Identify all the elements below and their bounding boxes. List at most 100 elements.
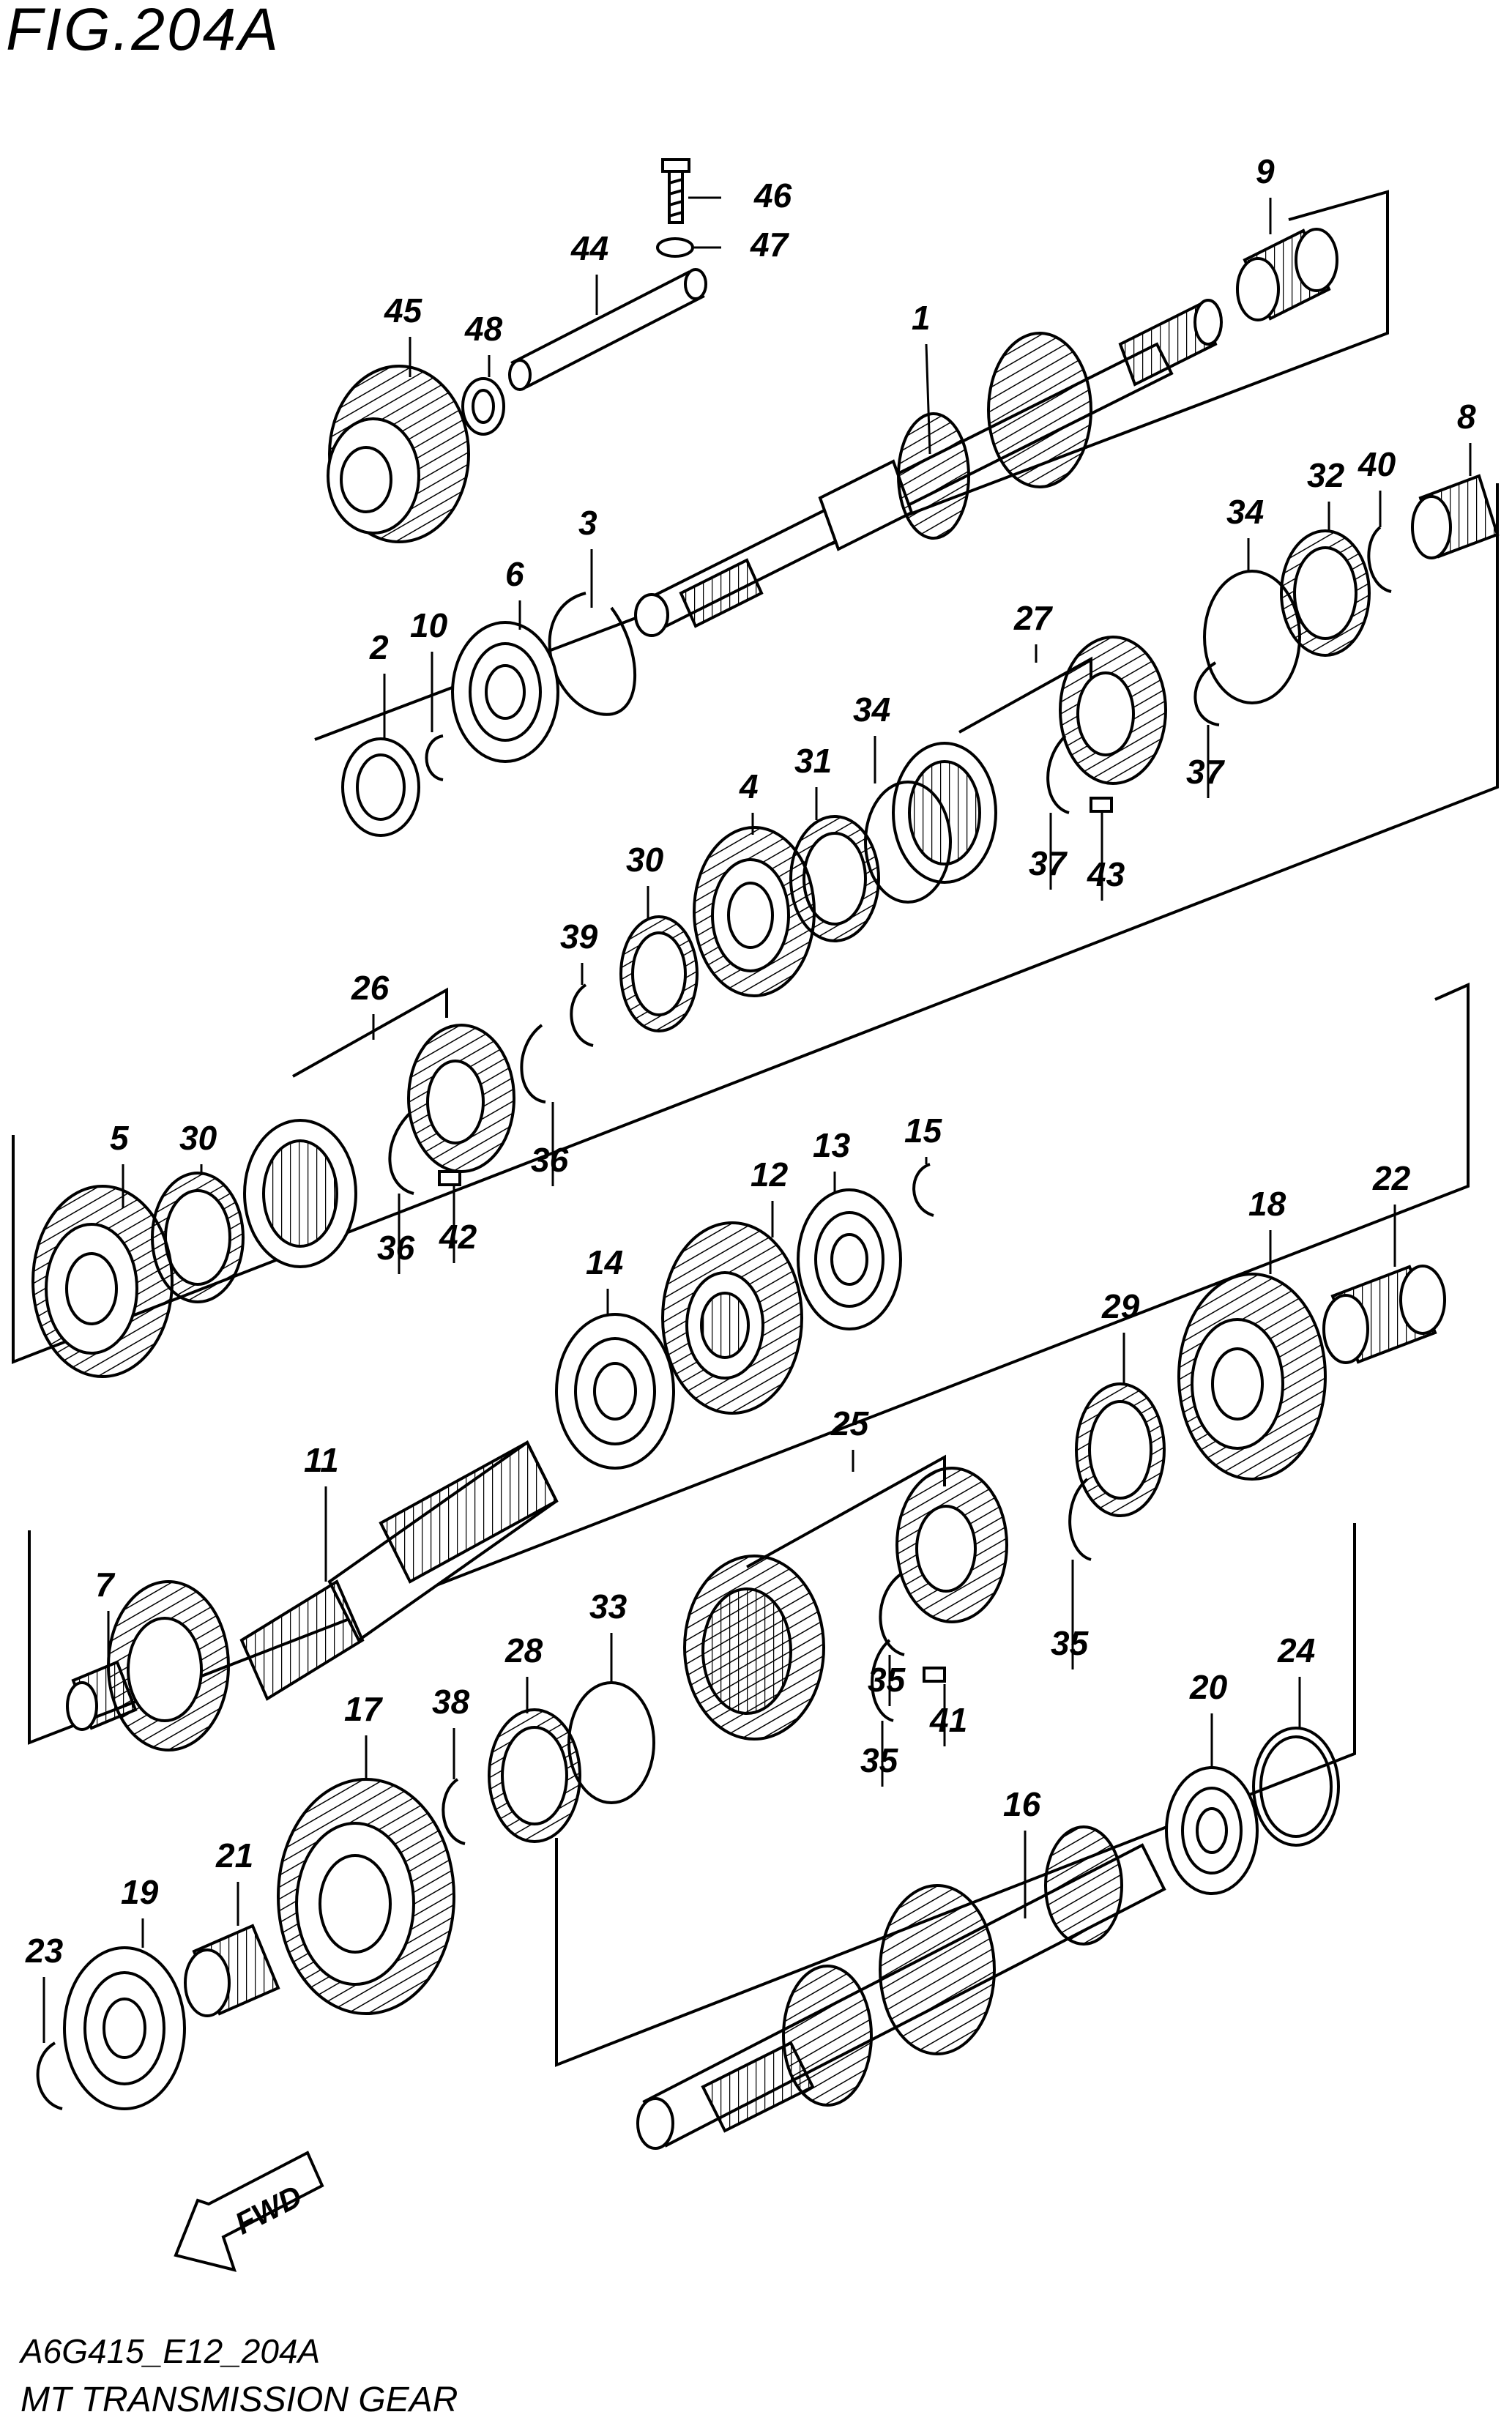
- part-ring-33: [567, 1681, 655, 1804]
- part-callout-16: 16: [1003, 1785, 1041, 1823]
- part-bearing-13: [797, 1188, 902, 1330]
- part-callout-34: 34: [853, 690, 890, 729]
- part-ring-29: [1075, 1382, 1166, 1517]
- bracket-26: [292, 987, 448, 1078]
- part-callout-24: 24: [1277, 1631, 1315, 1669]
- part-bearing-19: [63, 1946, 186, 2110]
- part-ring-15: [912, 1163, 934, 1217]
- part-callout-35: 35: [1051, 1624, 1090, 1662]
- part-ring-38: [442, 1778, 466, 1845]
- part-callout-19: 19: [121, 1873, 159, 1911]
- part-washer-48: [461, 377, 505, 436]
- part-spring-36-upper: [520, 1024, 546, 1103]
- part-hub-26: [407, 1024, 515, 1173]
- part-ring-10: [425, 734, 444, 781]
- part-callout-25: 25: [830, 1404, 870, 1442]
- part-spring-35-c: [871, 1639, 894, 1722]
- part-callout-2: 2: [369, 628, 389, 666]
- part-callout-47: 47: [750, 226, 790, 264]
- part-callout-35: 35: [860, 1741, 899, 1779]
- part-callout-7: 7: [95, 1566, 116, 1604]
- part-callout-21: 21: [215, 1836, 253, 1875]
- part-key-43: [1090, 797, 1113, 813]
- part-callout-32: 32: [1307, 456, 1345, 494]
- part-countershaft-16: [636, 1825, 1166, 2150]
- part-callout-11: 11: [304, 1441, 339, 1479]
- part-callout-26: 26: [351, 969, 390, 1007]
- part-ring-28: [488, 1708, 581, 1843]
- part-spring-37-lower: [1046, 734, 1070, 814]
- part-input-shaft-1: [634, 299, 1223, 637]
- leader-line: [925, 343, 931, 455]
- part-spring-35-b: [879, 1573, 905, 1656]
- part-callout-39: 39: [560, 917, 598, 956]
- part-hub-27: [1059, 636, 1167, 785]
- part-callout-15: 15: [904, 1112, 943, 1150]
- part-needle-bearing-9: [1236, 228, 1338, 321]
- part-callout-45: 45: [384, 291, 423, 330]
- part-callout-30: 30: [626, 841, 664, 879]
- part-spring-35-a: [1068, 1478, 1092, 1561]
- part-callout-42: 42: [439, 1218, 477, 1256]
- part-ring-32: [1280, 529, 1371, 657]
- part-gear-4: [693, 826, 816, 997]
- figure-title: FIG.204A: [6, 0, 280, 63]
- part-callout-41: 41: [929, 1701, 967, 1739]
- part-ring-8: [1411, 474, 1500, 559]
- part-callout-31: 31: [794, 742, 832, 780]
- part-callout-9: 9: [1256, 152, 1275, 190]
- part-callout-36: 36: [377, 1229, 415, 1267]
- part-bearing-20: [1165, 1766, 1259, 1895]
- part-ring-34-upper: [1203, 570, 1301, 704]
- part-shaft-44: [508, 268, 707, 391]
- part-callout-17: 17: [344, 1690, 384, 1728]
- part-gear-5: [31, 1185, 174, 1378]
- part-callout-46: 46: [753, 176, 792, 215]
- part-callout-3: 3: [578, 504, 597, 542]
- part-gear-12: [661, 1221, 803, 1415]
- part-needle-bearing-21: [184, 1924, 280, 2017]
- part-callout-37: 37: [1186, 753, 1226, 791]
- part-callout-6: 6: [505, 555, 524, 593]
- part-callout-23: 23: [25, 1932, 64, 1970]
- part-ring-39: [570, 983, 594, 1047]
- part-oil-seal-2: [341, 737, 420, 837]
- part-callout-29: 29: [1101, 1287, 1140, 1325]
- part-bolt-46: [661, 158, 690, 224]
- part-gear-18: [1177, 1273, 1327, 1481]
- part-callout-44: 44: [570, 229, 608, 267]
- part-hub-25: [895, 1467, 1008, 1623]
- group-frame-middle: [12, 483, 1499, 1364]
- part-ring-40: [1367, 526, 1392, 593]
- part-spring-37-upper: [1193, 661, 1220, 726]
- drawing-code: A6G415_E12_204A: [21, 2332, 321, 2370]
- part-gear-45: [327, 365, 470, 543]
- fwd-direction-arrow: FWD: [174, 2151, 324, 2272]
- part-ring-30-upper: [619, 915, 699, 1032]
- part-gear-17: [277, 1778, 455, 2015]
- part-callout-37: 37: [1029, 844, 1068, 882]
- part-bearing-14: [555, 1313, 675, 1470]
- part-callout-28: 28: [504, 1631, 543, 1669]
- part-callout-5: 5: [110, 1119, 130, 1157]
- part-sleeve-25: [683, 1555, 825, 1741]
- part-washer-47: [656, 237, 694, 258]
- part-callout-35: 35: [868, 1661, 906, 1699]
- part-callout-34: 34: [1226, 493, 1264, 531]
- part-callout-1: 1: [912, 299, 931, 337]
- part-key-41: [923, 1667, 946, 1683]
- part-bearing-7: [66, 1660, 138, 1731]
- part-callout-27: 27: [1013, 599, 1054, 637]
- part-spring-36-lower: [388, 1112, 414, 1195]
- part-callout-10: 10: [410, 606, 448, 644]
- part-needle-bearing-22: [1322, 1265, 1446, 1364]
- part-callout-12: 12: [751, 1155, 789, 1194]
- part-bearing-6: [451, 621, 559, 763]
- part-shim-24: [1252, 1727, 1340, 1847]
- part-sleeve-26: [243, 1119, 357, 1268]
- part-callout-14: 14: [586, 1243, 623, 1281]
- part-callout-33: 33: [589, 1587, 627, 1626]
- part-callout-38: 38: [432, 1683, 470, 1721]
- part-key-42: [438, 1170, 461, 1186]
